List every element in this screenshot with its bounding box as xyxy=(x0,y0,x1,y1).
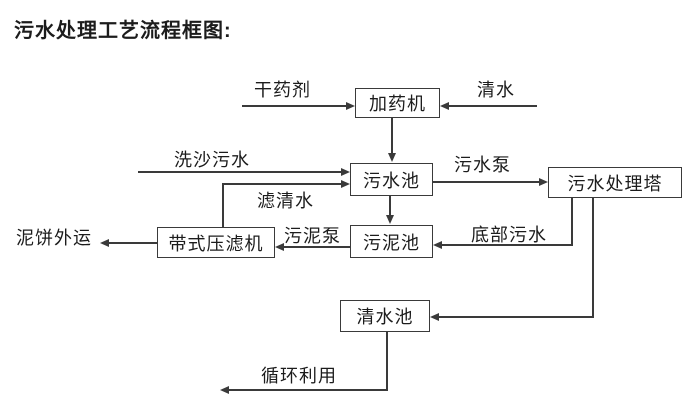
node-sewage-pool-label: 污水池 xyxy=(363,170,420,191)
arrowhead-mud-cake-out xyxy=(100,239,109,247)
line-dosing-to-sewage-pool xyxy=(391,118,393,153)
line-clean-water xyxy=(449,105,537,107)
line-mud-cake-out xyxy=(109,242,157,244)
edge-label-sludge-pump: 污泥泵 xyxy=(284,226,341,246)
line-tower-to-clean-pool-horizontal xyxy=(439,316,593,318)
node-treatment-tower-label: 污水处理塔 xyxy=(567,173,663,194)
arrowhead-dosing-to-sewage-pool xyxy=(388,153,396,162)
arrowhead-clean-water xyxy=(440,102,449,110)
node-belt-filter-press: 带式压滤机 xyxy=(157,227,275,258)
arrowhead-filtered-water xyxy=(341,180,350,188)
edge-label-recycle-use: 循环利用 xyxy=(261,366,337,386)
node-sludge-pool-label: 污泥池 xyxy=(363,232,420,253)
edge-label-dry-agent: 干药剂 xyxy=(254,80,311,100)
line-tower-to-clean-pool-vertical xyxy=(592,198,594,318)
arrowhead-sand-washing-sewage xyxy=(341,168,350,176)
line-clean-pool-down xyxy=(386,332,388,391)
edge-label-bottom-sewage: 底部污水 xyxy=(471,225,547,245)
arrowhead-sludge-pump xyxy=(275,243,284,251)
node-sewage-pool: 污水池 xyxy=(350,163,433,196)
line-bottom-sewage-vertical xyxy=(571,198,573,246)
node-treatment-tower: 污水处理塔 xyxy=(548,167,682,198)
arrowhead-sewage-pool-to-sludge-pool xyxy=(386,215,394,224)
node-clean-water-pool-label: 清水池 xyxy=(356,307,414,327)
edge-label-mud-cake-out: 泥饼外运 xyxy=(16,228,92,248)
edge-label-sand-washing-sewage: 洗沙污水 xyxy=(174,150,250,170)
edge-label-filtered-water: 滤清水 xyxy=(257,191,314,211)
arrowhead-recycle-use xyxy=(220,386,229,394)
line-recycle-use xyxy=(229,389,387,391)
arrowhead-dry-agent xyxy=(346,102,355,110)
page-title: 污水处理工艺流程框图: xyxy=(14,20,232,42)
arrowhead-bottom-sewage xyxy=(433,241,442,249)
line-bottom-sewage-horizontal xyxy=(442,244,572,246)
edge-label-clean-water: 清水 xyxy=(477,80,515,100)
node-dosing-machine: 加药机 xyxy=(355,88,440,118)
line-sewage-pump xyxy=(433,181,539,183)
line-filtered-water-riser xyxy=(222,183,224,227)
line-dry-agent xyxy=(242,105,346,107)
arrowhead-tower-to-clean-pool xyxy=(430,313,439,321)
line-sand-washing-sewage xyxy=(138,171,341,173)
line-sewage-pool-to-sludge-pool xyxy=(389,196,391,215)
edge-label-sewage-pump: 污水泵 xyxy=(454,155,511,175)
node-belt-filter-press-label: 带式压滤机 xyxy=(168,233,264,254)
line-sludge-pump xyxy=(284,246,350,248)
line-filtered-water xyxy=(223,183,341,185)
arrowhead-sewage-pump xyxy=(539,178,548,186)
node-dosing-machine-label: 加药机 xyxy=(369,94,426,114)
node-clean-water-pool: 清水池 xyxy=(340,300,430,332)
node-sludge-pool: 污泥池 xyxy=(350,225,433,258)
